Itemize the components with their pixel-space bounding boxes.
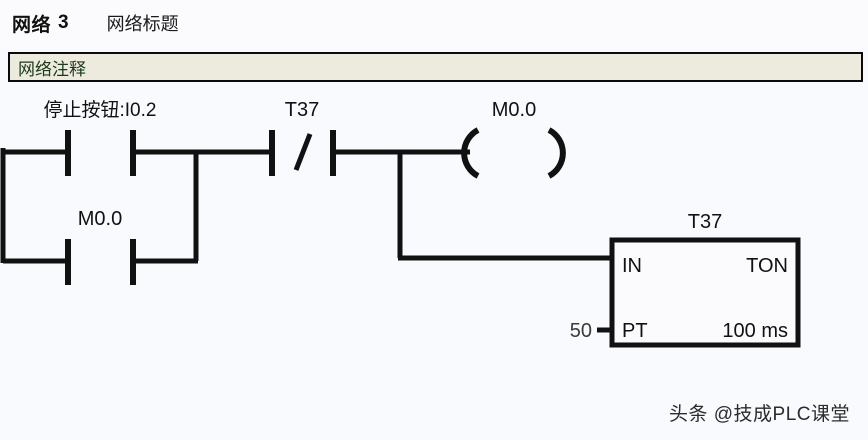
timer-time-base-label: 100 ms (722, 320, 788, 342)
network-header: 网络 3 网络标题 (0, 0, 868, 46)
timer-type-label: TON (746, 255, 788, 277)
timer-block-body (609, 237, 801, 348)
network-title[interactable]: 网络标题 (106, 14, 179, 34)
network-comment-bar[interactable]: 网络注释 (8, 52, 863, 82)
coil-m00[interactable]: M0.0 (461, 99, 566, 179)
network-number: 3 (58, 12, 69, 33)
coil-m00-right-arc (547, 127, 566, 179)
coil-m00-left-arc (461, 127, 480, 179)
contact-stop-button-label: 停止按钮:I0.2 (44, 99, 157, 121)
timer-pt-label: PT (622, 320, 648, 342)
watermark: 头条 @技成PLC课堂 (668, 404, 850, 425)
contact-m00-seal-label: M0.0 (78, 208, 122, 230)
network-comment-text: 网络注释 (18, 59, 86, 79)
timer-block-t37[interactable]: T37 IN TON PT 100 ms 50 (570, 211, 801, 348)
timer-pt-value[interactable]: 50 (570, 320, 592, 342)
contact-t37-label: T37 (285, 99, 319, 121)
timer-block-title: T37 (688, 211, 722, 233)
contact-m00-seal[interactable]: M0.0 (65, 208, 136, 285)
contact-stop-button[interactable]: 停止按钮:I0.2 (44, 99, 157, 176)
timer-in-label: IN (622, 255, 642, 277)
coil-m00-label: M0.0 (492, 99, 536, 121)
ladder-svg: 停止按钮:I0.2 T37 M0.0 M0.0 (0, 99, 801, 348)
network-label: 网络 (12, 14, 52, 36)
contact-t37[interactable]: T37 (269, 99, 336, 176)
contact-t37-nc-slash (293, 133, 313, 171)
ladder-diagram: 停止按钮:I0.2 T37 M0.0 M0.0 (0, 86, 868, 386)
